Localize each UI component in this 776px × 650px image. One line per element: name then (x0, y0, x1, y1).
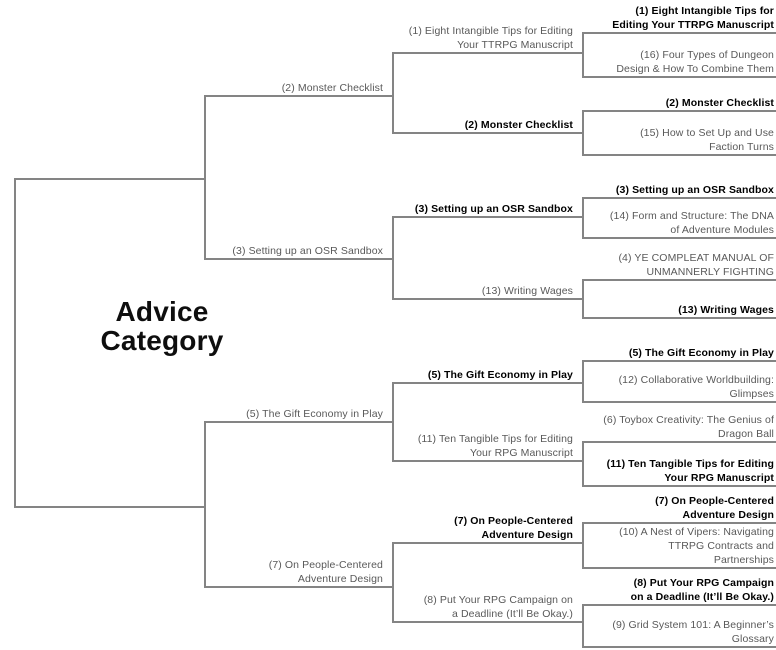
bracket-label-line: (5) The Gift Economy in Play (427, 369, 573, 381)
bracket-label-line: (7) On People-Centered (454, 515, 573, 527)
bracket-label-line: Faction Turns (709, 141, 774, 153)
bracket-label-round-of-16-3: (2) Monster Checklist (666, 96, 774, 110)
bracket-label-line: (9) Grid System 101: A Beginner’s (612, 619, 774, 631)
bracket-label-line: (8) Put Your RPG Campaign on (423, 594, 573, 606)
bracket-label-line: of Adventure Modules (670, 224, 774, 236)
bracket-label-round-of-16-15: (8) Put Your RPG Campaign on a Deadline (… (631, 576, 774, 604)
bracket-label-line: Adventure Design (481, 529, 573, 541)
bracket-label-line: (2) Monster Checklist (665, 97, 774, 109)
bracket-label-line: (1) Eight Intangible Tips for Editing (408, 25, 573, 37)
bracket-label-line: (11) Ten Tangible Tips for Editing (606, 458, 774, 470)
bracket-label-line: (2) Monster Checklist (281, 82, 383, 94)
bracket-label-semifinals-2: (3) Setting up an OSR Sandbox (232, 244, 383, 258)
bracket-label-quarterfinals-4: (13) Writing Wages (482, 284, 573, 298)
bracket-label-quarterfinals-2: (2) Monster Checklist (465, 118, 573, 132)
bracket-label-line: Partnerships (713, 554, 774, 566)
bracket-label-line: (3) Setting up an OSR Sandbox (232, 245, 383, 257)
bracket-label-line: (8) Put Your RPG Campaign (633, 577, 774, 589)
bracket-label-round-of-16-10: (12) Collaborative Worldbuilding: Glimpse… (619, 373, 774, 401)
bracket-label-semifinals-3: (5) The Gift Economy in Play (246, 407, 383, 421)
bracket-label-line: (1) Eight Intangible Tips for (635, 5, 774, 17)
bracket-label-line: (4) YE COMPLEAT MANUAL OF (618, 252, 774, 264)
page-title: Advice Category (100, 296, 224, 356)
bracket-label-line: TTRPG Contracts and (668, 540, 774, 552)
bracket-label-line: Your RPG Manuscript (664, 472, 774, 484)
bracket-label-line: (16) Four Types of Dungeon (640, 49, 774, 61)
bracket-label-line: (2) Monster Checklist (464, 119, 573, 131)
bracket-label-line: Design & How To Combine Them (616, 63, 774, 75)
bracket-label-line: Your TTRPG Manuscript (457, 39, 573, 51)
bracket-label-line: (13) Writing Wages (481, 285, 573, 297)
bracket-label-line: Adventure Design (682, 509, 774, 521)
bracket-label-line: Adventure Design (297, 573, 383, 585)
bracket-label-line: Your RPG Manuscript (469, 447, 573, 459)
bracket-label-line: a Deadline (It’ll Be Okay.) (452, 608, 573, 620)
bracket-label-line: on a Deadline (It’ll Be Okay.) (630, 591, 774, 603)
bracket-label-line: UNMANNERLY FIGHTING (646, 266, 774, 278)
bracket-label-quarterfinals-8: (8) Put Your RPG Campaign on a Deadline (… (424, 593, 573, 621)
bracket-label-round-of-16-9: (5) The Gift Economy in Play (629, 346, 774, 360)
bracket-label-line: (5) The Gift Economy in Play (246, 408, 383, 420)
bracket-label-round-of-16-11: (6) Toybox Creativity: The Genius of Drag… (603, 413, 774, 441)
bracket-label-semifinals-1: (2) Monster Checklist (282, 81, 383, 95)
bracket-label-line: Glimpses (729, 388, 774, 400)
bracket-label-line: (12) Collaborative Worldbuilding: (618, 374, 774, 386)
bracket-label-line: (11) Ten Tangible Tips for Editing (417, 433, 573, 445)
bracket-label-quarterfinals-3: (3) Setting up an OSR Sandbox (415, 202, 573, 216)
bracket-label-line: (3) Setting up an OSR Sandbox (615, 184, 774, 196)
bracket-label-round-of-16-5: (3) Setting up an OSR Sandbox (616, 183, 774, 197)
bracket-label-line: (15) How to Set Up and Use (640, 127, 774, 139)
bracket-label-line: (5) The Gift Economy in Play (628, 347, 774, 359)
bracket-label-line: Editing Your TTRPG Manuscript (612, 19, 774, 31)
bracket-label-line: (3) Setting up an OSR Sandbox (414, 203, 573, 215)
bracket-label-line: (14) Form and Structure: The DNA (609, 210, 774, 222)
bracket-label-line: Dragon Ball (718, 428, 774, 440)
bracket-label-quarterfinals-5: (5) The Gift Economy in Play (428, 368, 573, 382)
bracket-label-line: (6) Toybox Creativity: The Genius of (603, 414, 774, 426)
bracket-label-round-of-16-7: (4) YE COMPLEAT MANUAL OF UNMANNERLY FIGH… (618, 251, 774, 279)
bracket-label-line: (10) A Nest of Vipers: Navigating (619, 526, 774, 538)
bracket-label-line: (13) Writing Wages (678, 304, 774, 316)
bracket-label-line: Glossary (731, 633, 774, 645)
bracket-label-line: (7) On People-Centered (268, 559, 383, 571)
bracket-label-round-of-16-8: (13) Writing Wages (678, 303, 774, 317)
bracket-label-line: (7) On People-Centered (655, 495, 774, 507)
bracket-label-round-of-16-6: (14) Form and Structure: The DNA of Adven… (610, 209, 774, 237)
